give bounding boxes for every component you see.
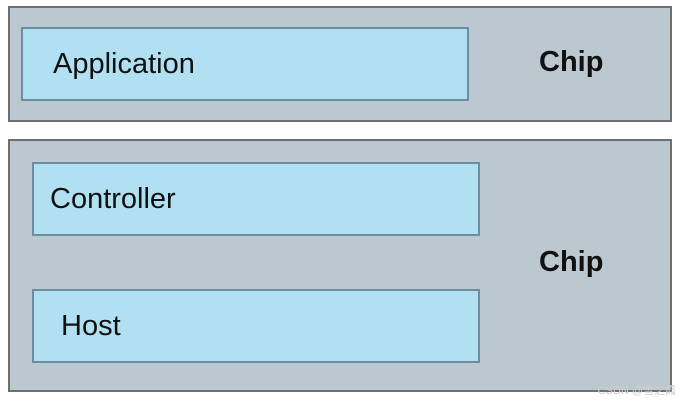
top-chip-label: Chip — [539, 46, 604, 78]
host-block: Host — [32, 289, 480, 363]
bottom-chip-label: Chip — [539, 246, 604, 278]
bottom-chip-panel: Controller Host Chip — [8, 139, 672, 392]
top-chip-panel: Application Chip — [8, 6, 672, 122]
watermark: CSDN @雪之霞 — [597, 385, 676, 397]
application-label: Application — [53, 47, 195, 80]
application-block: Application — [21, 27, 469, 101]
controller-label: Controller — [50, 182, 176, 215]
controller-block: Controller — [32, 162, 480, 236]
host-label: Host — [61, 309, 121, 342]
